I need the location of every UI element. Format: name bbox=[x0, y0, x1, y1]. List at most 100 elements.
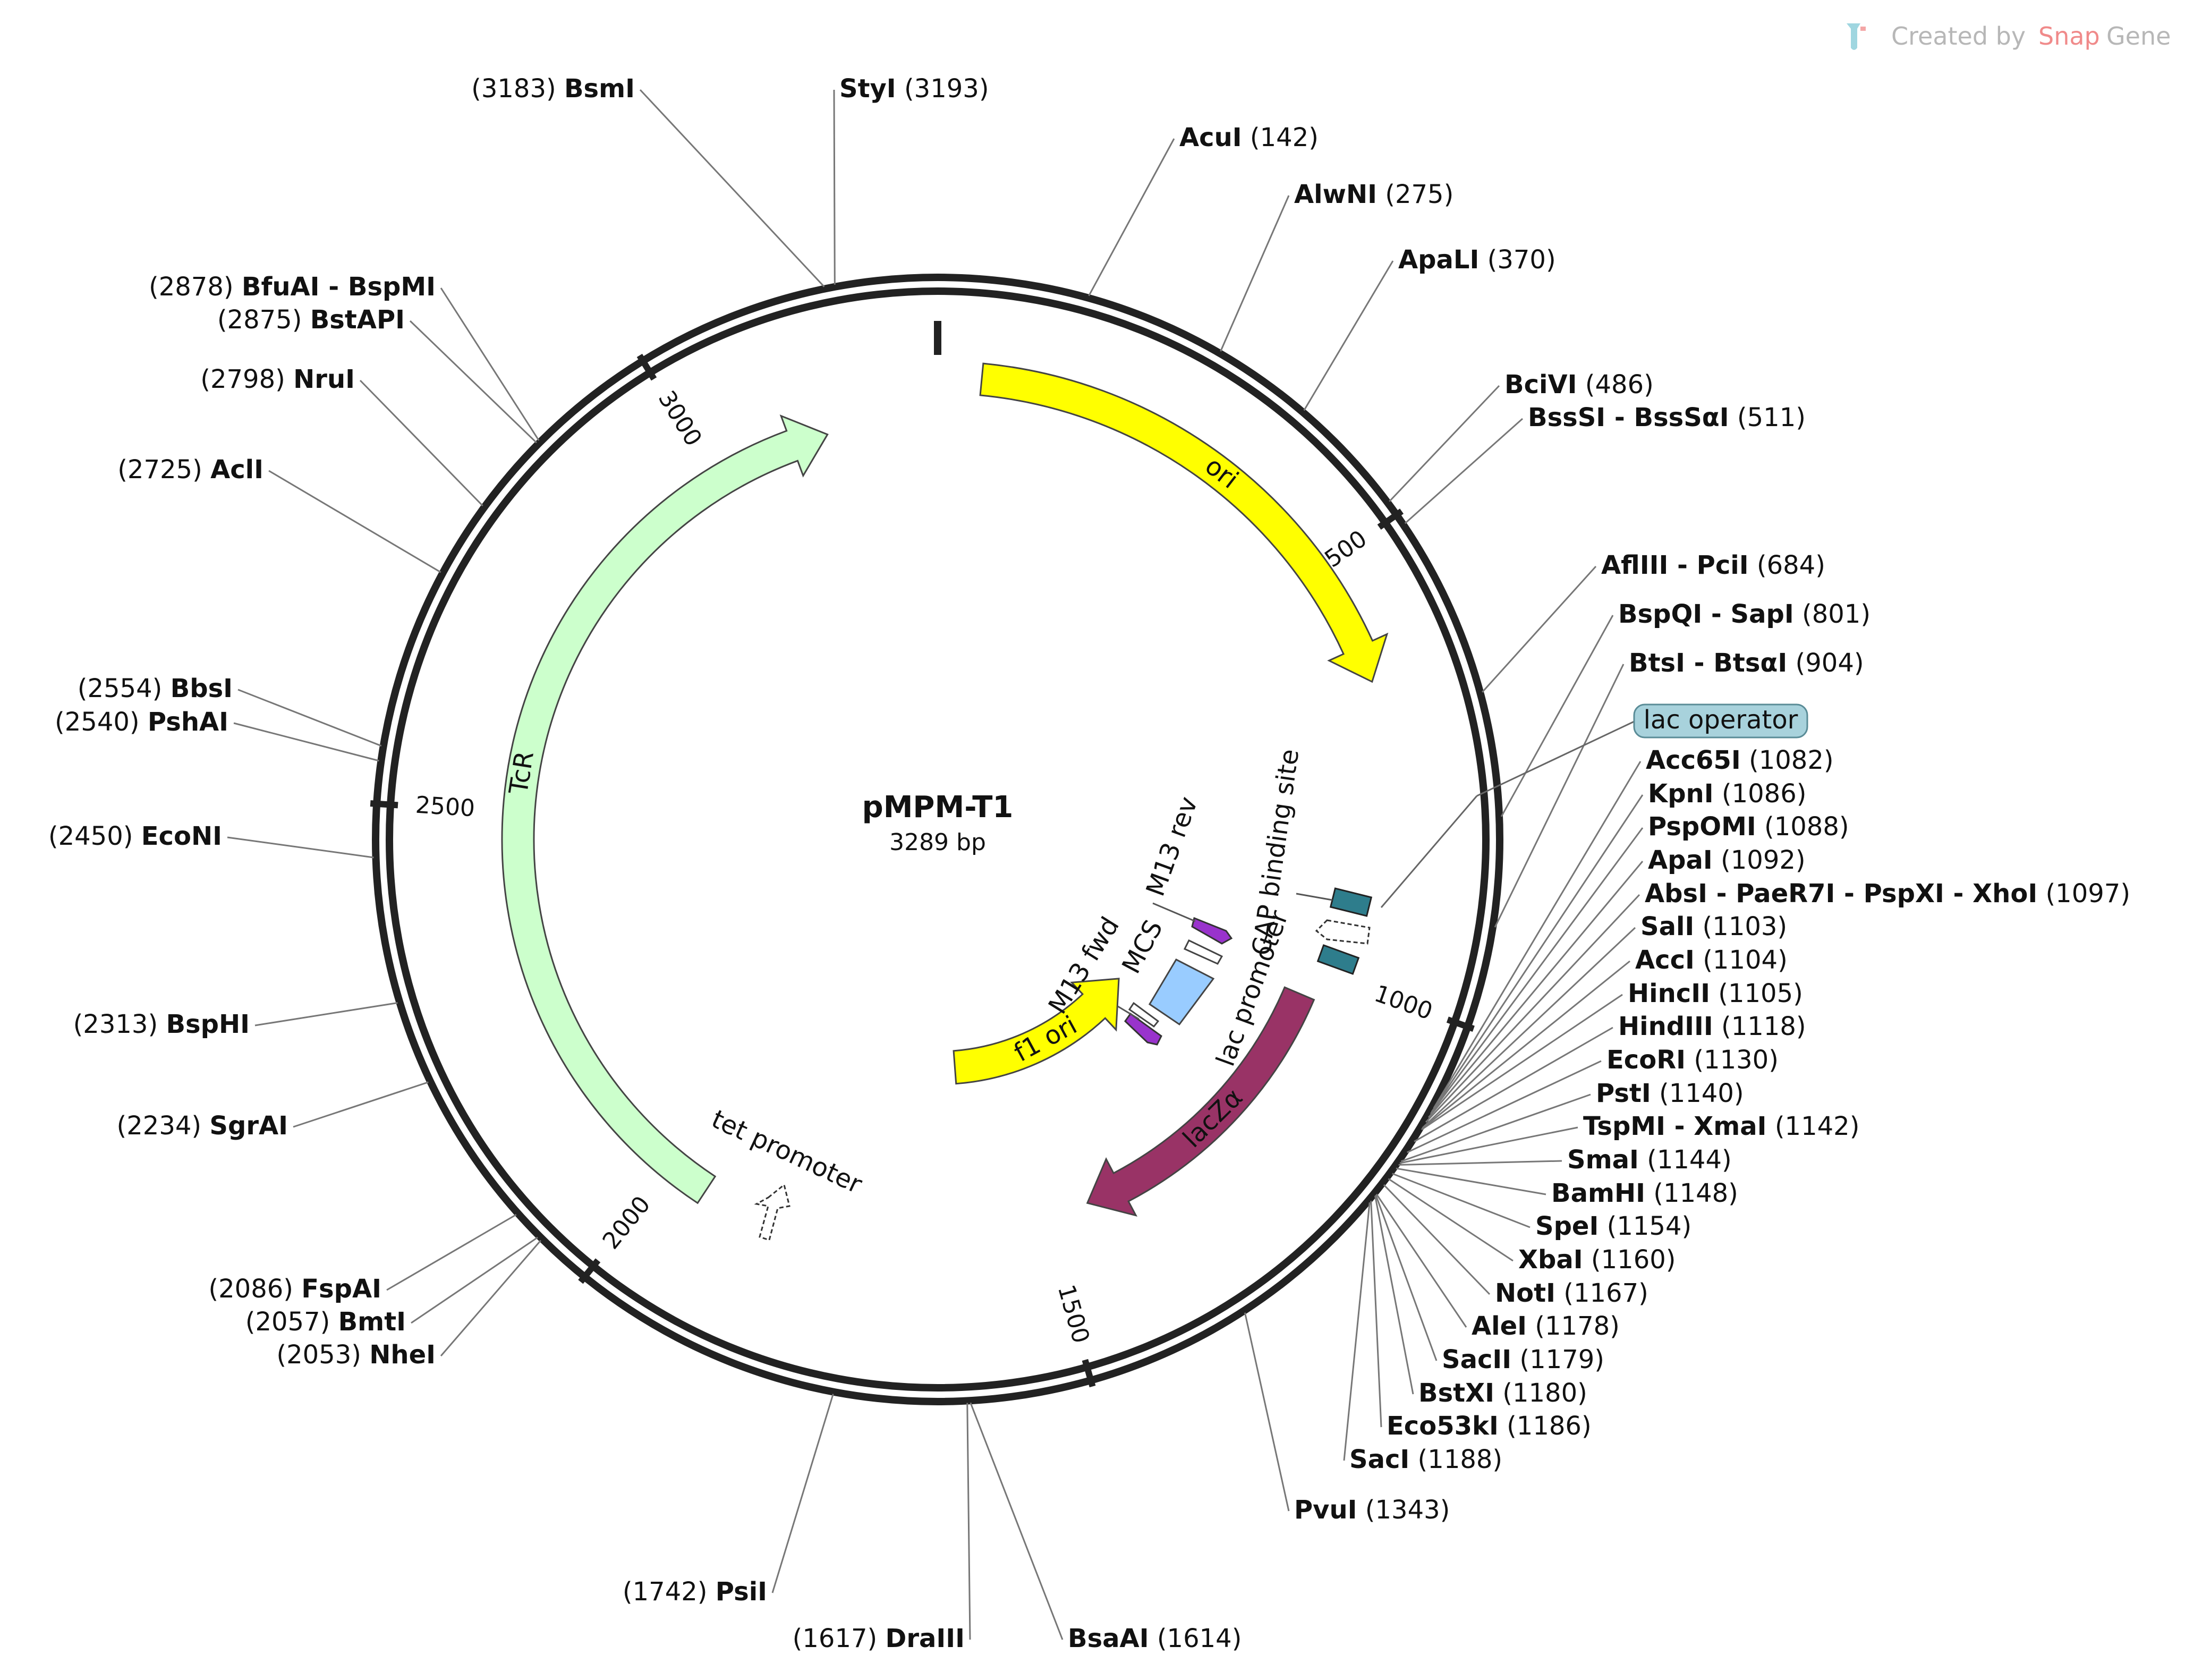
enzyme-name: BbsI bbox=[171, 674, 233, 703]
restriction-site-label: AflIII - PciI (684) bbox=[1601, 550, 1825, 580]
site-leader-line bbox=[1433, 761, 1642, 1109]
snapgene-watermark: Created by Snap Gene bbox=[1847, 22, 2171, 50]
site-position: (1104) bbox=[1703, 945, 1788, 975]
restriction-site-label: AlwNI (275) bbox=[1294, 180, 1453, 209]
site-leader-line bbox=[268, 470, 441, 573]
spacer bbox=[361, 1340, 369, 1370]
spacer bbox=[162, 674, 170, 703]
restriction-site-label: TspMI - XmaI (1142) bbox=[1583, 1111, 1859, 1141]
site-leader-line bbox=[1404, 418, 1523, 524]
site-leader-line bbox=[1383, 1184, 1491, 1295]
site-position: (1617) bbox=[793, 1624, 878, 1653]
site-leader-line bbox=[409, 320, 537, 444]
enzyme-name: DraIII bbox=[886, 1624, 965, 1653]
spacer bbox=[1787, 648, 1795, 678]
restriction-site-label: BstXI (1180) bbox=[1418, 1378, 1587, 1408]
enzyme-name: PspOMI bbox=[1648, 812, 1756, 842]
site-position: (486) bbox=[1585, 370, 1654, 400]
restriction-site-label: AccI (1104) bbox=[1635, 945, 1788, 975]
backbone-inner-ring bbox=[386, 287, 1490, 1391]
spacer bbox=[1645, 1178, 1653, 1208]
spacer bbox=[1577, 370, 1585, 400]
enzyme-name: KpnI bbox=[1648, 779, 1714, 809]
restriction-site-label: (2878) BfuAI - BspMI bbox=[149, 272, 436, 302]
site-leader-line bbox=[237, 689, 382, 747]
site-leader-line bbox=[1430, 827, 1644, 1115]
restriction-site-label: HincII (1105) bbox=[1628, 979, 1803, 1008]
site-position: (2086) bbox=[208, 1274, 293, 1304]
site-position: (1186) bbox=[1507, 1411, 1592, 1441]
site-leader-line bbox=[1244, 1312, 1290, 1512]
site-position: (1086) bbox=[1722, 779, 1807, 809]
scale-tick bbox=[1446, 1016, 1475, 1032]
site-leader-line bbox=[966, 1403, 971, 1640]
site-leader-line bbox=[1088, 138, 1175, 296]
lac-operator-badge: lac operator bbox=[1380, 703, 1808, 908]
enzyme-name: EcoRI bbox=[1606, 1045, 1686, 1075]
site-leader-line bbox=[386, 1214, 517, 1291]
enzyme-name: BsmI bbox=[564, 74, 635, 104]
spacer bbox=[1409, 1445, 1417, 1474]
spacer bbox=[1714, 779, 1722, 809]
site-position: (801) bbox=[1802, 599, 1871, 629]
spacer bbox=[1713, 845, 1721, 875]
site-leader-line bbox=[440, 287, 540, 441]
site-leader-line bbox=[1375, 1194, 1438, 1361]
feature-label-TcR: TcR bbox=[504, 749, 540, 797]
site-position: (1142) bbox=[1775, 1111, 1860, 1141]
site-position: (2313) bbox=[73, 1009, 158, 1039]
site-leader-line bbox=[1375, 1193, 1467, 1328]
enzyme-name: BamHI bbox=[1551, 1178, 1645, 1208]
restriction-site-label: PstI (1140) bbox=[1596, 1079, 1744, 1108]
restriction-site-leaders bbox=[227, 89, 1644, 1640]
site-leader-line bbox=[1482, 565, 1597, 693]
restriction-site-label: BtsI - BtsαI (904) bbox=[1629, 648, 1864, 678]
site-leader-line bbox=[1374, 1195, 1414, 1395]
site-position: (1148) bbox=[1653, 1178, 1738, 1208]
site-leader-line bbox=[1370, 1200, 1382, 1428]
feature-lacZa bbox=[1086, 986, 1315, 1217]
site-leader-line bbox=[1389, 385, 1500, 502]
site-leader-line bbox=[1392, 1173, 1531, 1228]
site-leader-line bbox=[1396, 1167, 1546, 1195]
enzyme-name: XbaI bbox=[1518, 1245, 1583, 1275]
site-leader-line bbox=[1398, 1160, 1562, 1166]
spacer bbox=[293, 1274, 301, 1304]
enzyme-name: SacII bbox=[1442, 1345, 1511, 1374]
enzyme-name: PshAI bbox=[148, 707, 228, 737]
site-position: (2057) bbox=[245, 1307, 330, 1337]
site-position: (1179) bbox=[1519, 1345, 1604, 1374]
spacer bbox=[1511, 1345, 1519, 1374]
site-position: (1160) bbox=[1591, 1245, 1676, 1275]
restriction-site-label: BamHI (1148) bbox=[1551, 1178, 1738, 1208]
spacer bbox=[1694, 912, 1702, 941]
spacer bbox=[1479, 245, 1487, 275]
site-position: (2234) bbox=[117, 1111, 202, 1141]
snapgene-logo-icon bbox=[1847, 23, 1866, 50]
restriction-site-label: (2540) PshAI bbox=[55, 707, 228, 737]
feature-TcR bbox=[501, 414, 829, 1204]
site-position: (1140) bbox=[1659, 1079, 1744, 1108]
site-leader-line bbox=[1343, 1202, 1371, 1461]
enzyme-name: BciVI bbox=[1504, 370, 1577, 400]
site-position: (2540) bbox=[55, 707, 140, 737]
spacer bbox=[877, 1624, 885, 1653]
enzyme-name: SgrAI bbox=[209, 1111, 288, 1141]
site-position: (2053) bbox=[276, 1340, 361, 1370]
restriction-site-label: StyI (3193) bbox=[839, 74, 989, 104]
spacer bbox=[1599, 1211, 1606, 1241]
spacer bbox=[140, 707, 148, 737]
site-position: (511) bbox=[1737, 403, 1806, 432]
spacer bbox=[1695, 945, 1703, 975]
restriction-site-label: BsaAI (1614) bbox=[1068, 1624, 1242, 1653]
site-leader-line bbox=[1399, 1126, 1578, 1164]
spacer bbox=[133, 821, 141, 851]
site-position: (142) bbox=[1250, 123, 1319, 152]
brand-prefix: Created by bbox=[1891, 22, 2026, 50]
restriction-site-label: PvuI (1343) bbox=[1294, 1495, 1450, 1525]
restriction-site-label: AcuI (142) bbox=[1179, 123, 1319, 152]
